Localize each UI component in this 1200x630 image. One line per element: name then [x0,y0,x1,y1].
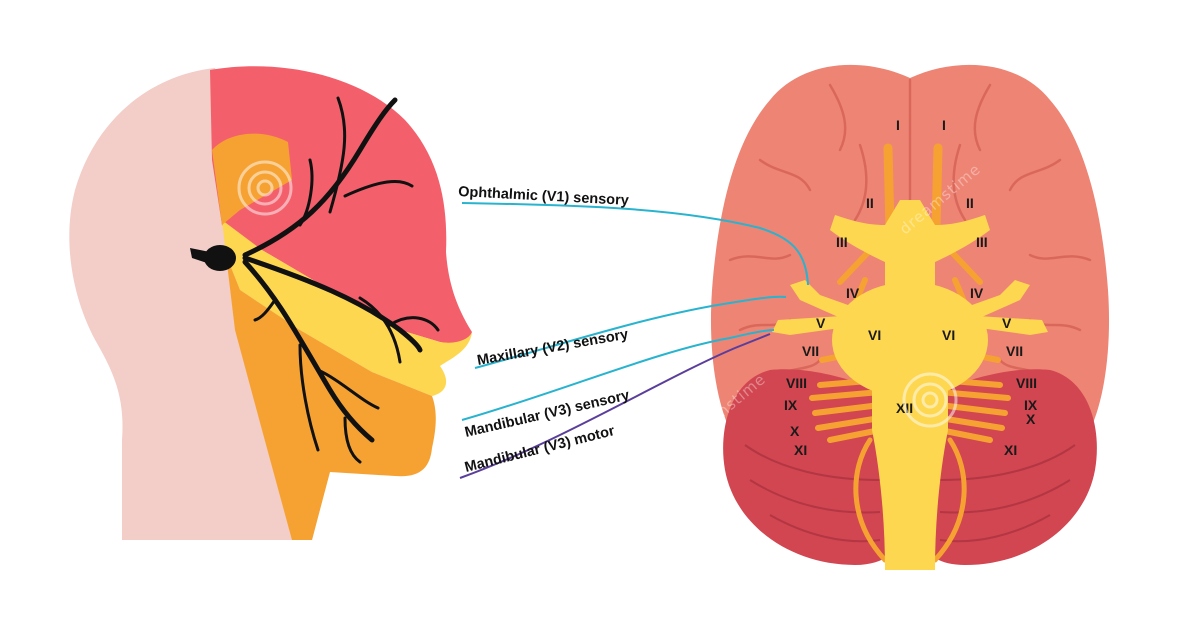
cn-label-x-left: X [790,423,800,439]
connector-v3-sensory [461,329,775,421]
cranial-nerve-fibers [809,143,1011,563]
trigeminal-root [190,248,210,264]
connector-lines [459,202,809,479]
cn-label-v-left: V [816,315,826,331]
trigeminal-ganglion [204,245,236,271]
head-profile [69,66,472,540]
brain-inferior-view [710,64,1110,570]
trigeminal-nerve-left-2 [772,316,842,335]
label-maxillary-v2: Maxillary (V2) sensory [476,327,630,369]
face-zone-v1 [210,66,472,344]
cerebral-folds [728,78,1092,382]
trigeminal-labels: Ophthalmic (V1) sensory Maxillary (V2) s… [458,184,631,476]
cn-label-iii-left: III [836,234,848,250]
connector-v2 [474,295,787,369]
cerebellum-right [920,369,1097,565]
cn-label-iii-right: III [976,234,988,250]
cn-label-vi-left: VI [868,327,881,343]
face-zone-v3 [226,255,436,540]
medulla [872,380,948,570]
connector-v1 [461,202,809,286]
dreamstime-spiral-icon [237,160,958,428]
pons [832,282,988,398]
cerebellum-left [723,369,900,565]
cn-label-viii-right: VIII [1016,375,1037,391]
trigeminal-nerve-left [790,280,848,320]
cn-label-viii-left: VIII [786,375,807,391]
brainstem [772,200,1048,570]
cn-label-vii-left: VII [802,343,819,359]
cn-label-iv-right: IV [970,285,984,301]
cn-label-xi-right: XI [1004,442,1017,458]
cn-label-vi-right: VI [942,327,955,343]
trigeminal-nerve-right-2 [978,316,1048,335]
cn-label-ix-right: IX [1024,397,1038,413]
cn-label-ii-left: II [866,195,874,211]
face-zone-v2 [222,220,472,396]
connector-v3-motor [459,333,771,479]
cn-label-v-right: V [1002,315,1012,331]
cranial-nerve-labels: I I II II III III IV IV V V VI VI VII VI… [784,117,1038,458]
cn-label-iv-left: IV [846,285,860,301]
cn-label-i-left: I [896,117,900,133]
cn-label-i-right: I [942,117,946,133]
cn-label-ii-right: II [966,195,974,211]
cn-label-ix-left: IX [784,397,798,413]
cn-label-x-right: X [1026,411,1036,427]
cn-label-vii-right: VII [1006,343,1023,359]
cn-label-xi-left: XI [794,442,807,458]
optic-chiasm [830,200,990,290]
trigeminal-branches [242,96,440,464]
trigeminal-nerve-right [972,280,1030,320]
